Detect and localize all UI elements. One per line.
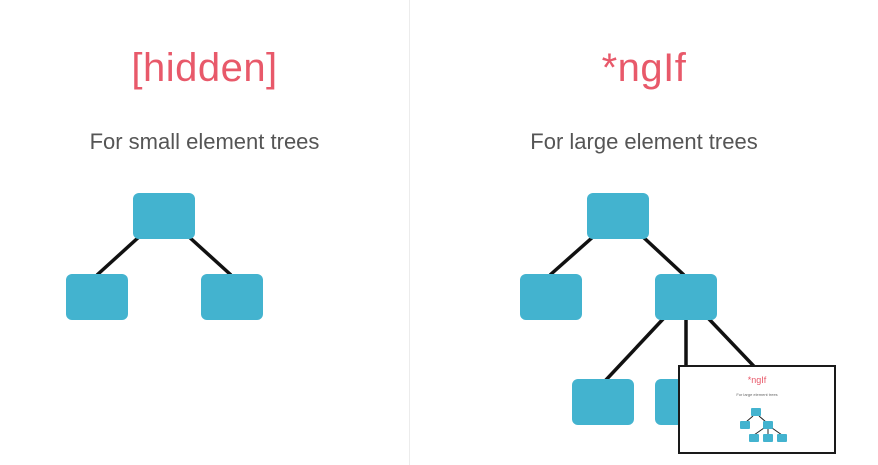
tree-node [751,408,761,416]
tree-edge [548,234,596,277]
tree-node [777,434,787,442]
tree-node [763,434,773,442]
tree-node [749,434,759,442]
right-panel: *ngIf For large element trees [410,0,878,465]
tree-node-child-1 [572,379,634,425]
small-element-tree [66,193,263,320]
tree-node-root [133,193,195,239]
thumbnail-heading: *ngIf [747,375,767,385]
tree-edge [771,427,783,436]
large-trees-subtitle: For large element trees [530,129,758,154]
hidden-heading: [hidden] [131,46,278,90]
tree-node [740,421,750,429]
tree-edge [95,234,142,277]
thumbnail-tree [740,408,787,442]
left-panel: [hidden] For small element trees [0,0,409,465]
tree-edge [640,234,686,277]
tree-node-right [655,274,717,320]
panel-divider [409,0,410,465]
tree-edge [753,427,765,436]
tree-edge [603,316,666,383]
tree-node-right [201,274,263,320]
small-trees-subtitle: For small element trees [89,129,320,154]
ngif-heading: *ngIf [601,46,687,90]
tree-node-left [66,274,128,320]
tree-node-root [587,193,649,239]
tree-node [763,421,773,429]
tree-node-left [520,274,582,320]
tree-edge [186,234,233,277]
thumbnail-subtitle: For large element trees [736,392,778,397]
slide-thumbnail[interactable]: *ngIf For large element trees [678,365,836,454]
